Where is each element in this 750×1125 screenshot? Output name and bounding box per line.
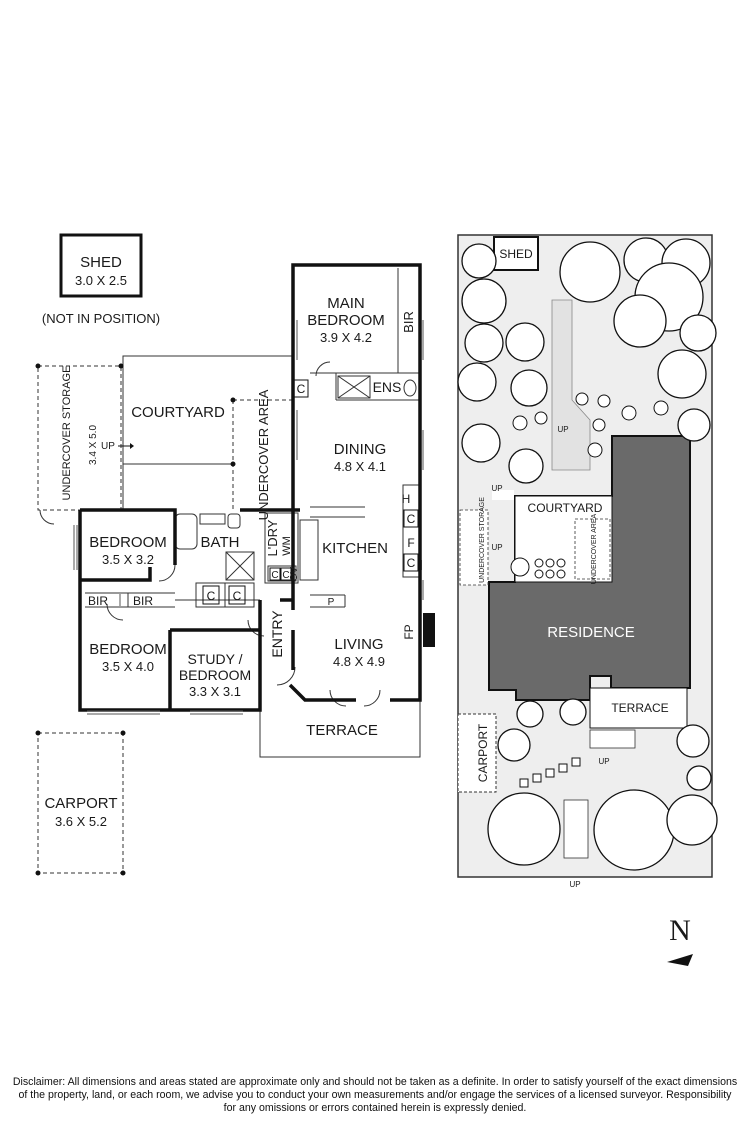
bath-label: BATH	[201, 534, 240, 551]
hall-cupboard-2: C	[233, 589, 242, 603]
fireplace	[423, 613, 435, 647]
undercover-storage-dims: 3.4 X 5.0	[88, 425, 99, 465]
floorplan-windows	[73, 320, 424, 715]
compass-north-label: N	[669, 914, 691, 947]
bir-label-2: BIR	[133, 594, 153, 608]
living-label: LIVING	[334, 636, 383, 653]
site-shed-label: SHED	[499, 247, 533, 261]
bedroom1-label: BEDROOM	[89, 534, 167, 551]
disclaimer-line-1: Disclaimer: All dimensions and areas sta…	[12, 1076, 738, 1088]
courtyard-label: COURTYARD	[131, 404, 225, 421]
floorplan-walls	[78, 263, 422, 712]
entry-label: ENTRY	[269, 610, 285, 658]
site-plan: COURTYARD UNDERCOVER AREA UNDERCOVER STO…	[457, 234, 718, 889]
carport-label: CARPORT	[44, 795, 117, 812]
dining-dims: 4.8 X 4.1	[334, 459, 386, 474]
kitchen-cupboard-2: C	[407, 556, 416, 570]
shed-box	[59, 233, 143, 298]
up-label: UP	[101, 441, 115, 452]
laundry-cupboard-2: C	[282, 570, 289, 581]
laundry-label: L'DRY	[265, 519, 280, 556]
bedroom1-dims: 3.5 X 3.2	[102, 552, 154, 567]
cupboard-label: C	[297, 382, 306, 396]
site-up-label-5: UP	[569, 880, 580, 889]
ensuite-label: ENS	[373, 379, 402, 395]
main-bedroom-dims: 3.9 X 4.2	[320, 330, 372, 345]
site-up-label-4: UP	[557, 425, 568, 434]
site-trees	[457, 237, 718, 871]
bedroom2-dims: 3.5 X 4.0	[102, 659, 154, 674]
shed-title: SHED	[80, 254, 122, 271]
site-courtyard-label: COURTYARD	[528, 501, 603, 515]
carport-dims: 3.6 X 5.2	[55, 814, 107, 829]
shed-dims: 3.0 X 2.5	[75, 273, 127, 288]
undercover-storage-label: UNDERCOVER STORAGE	[61, 366, 73, 501]
washing-machine-label: WM	[281, 536, 293, 556]
main-bir-label: BIR	[401, 311, 416, 333]
bedroom2-label: BEDROOM	[89, 641, 167, 658]
heater-label: H	[402, 492, 411, 506]
pantry-label: P	[328, 597, 335, 608]
residence-label: RESIDENCE	[547, 624, 635, 641]
main-bedroom-label-2: BEDROOM	[307, 312, 385, 329]
site-carport-label: CARPORT	[476, 723, 490, 782]
bir-label-1: BIR	[88, 594, 108, 608]
terrace-label: TERRACE	[306, 722, 378, 739]
study-dims: 3.3 X 3.1	[189, 684, 241, 699]
site-terrace-label: TERRACE	[611, 701, 668, 715]
shed-note: (NOT IN POSITION)	[42, 311, 160, 326]
kitchen-label: KITCHEN	[322, 540, 388, 557]
main-bedroom-label-1: MAIN	[327, 295, 365, 312]
site-up-label-1: UP	[491, 484, 502, 493]
site-undercover-area-label: UNDERCOVER AREA	[591, 513, 598, 584]
hall-cupboard-1: C	[207, 589, 216, 603]
fireplace-label: FP	[402, 624, 416, 639]
site-shrubs	[510, 392, 669, 788]
disclaimer: Disclaimer: All dimensions and areas sta…	[0, 1076, 750, 1115]
floorplan-thin-lines	[37, 268, 421, 874]
compass-arrow-icon	[667, 954, 693, 966]
disclaimer-line-2: of the property, land, or each room, we …	[18, 1089, 732, 1101]
dining-label: DINING	[334, 441, 387, 458]
laundry-cupboard-1: C	[271, 570, 278, 581]
undercover-area-label: UNDERCOVER AREA	[256, 389, 271, 520]
site-up-label-3: UP	[598, 757, 609, 766]
site-up-label-2: UP	[491, 543, 502, 552]
oven-label: OV	[289, 566, 300, 581]
site-undercover-storage-label: UNDERCOVER STORAGE	[479, 497, 486, 583]
study-label-2: BEDROOM	[179, 667, 251, 683]
living-dims: 4.8 X 4.9	[333, 654, 385, 669]
disclaimer-line-3: for any omissions or errors contained he…	[223, 1102, 527, 1114]
fridge-label: F	[407, 536, 414, 550]
kitchen-cupboard-1: C	[407, 512, 416, 526]
floorplan-labels: COURTYARD UNDERCOVER STORAGE 3.4 X 5.0 U…	[44, 295, 419, 829]
study-label-1: STUDY /	[188, 651, 243, 667]
